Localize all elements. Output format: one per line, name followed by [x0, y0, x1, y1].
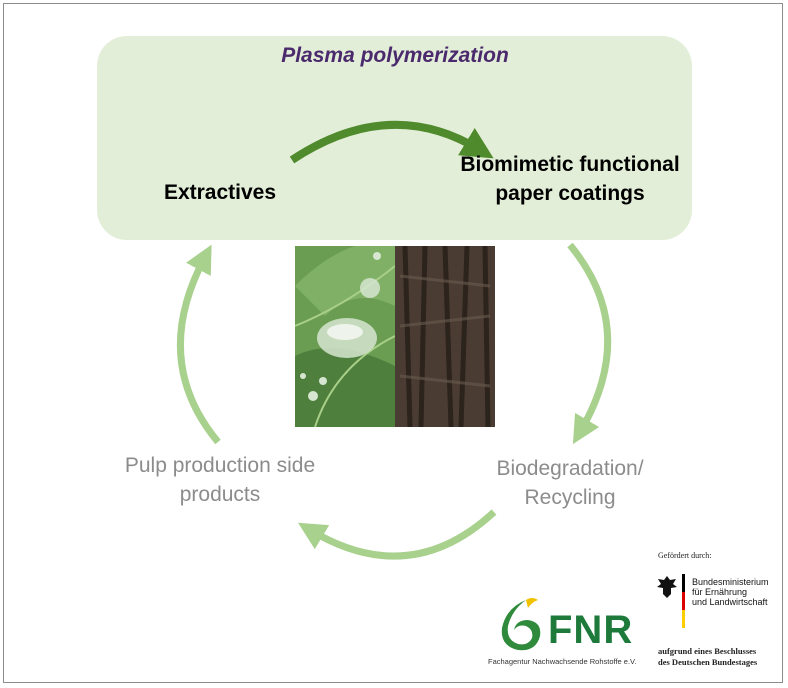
top-process-box — [97, 36, 692, 240]
fnr-full-name: Fachagentur Nachwachsende Rohstoffe e.V. — [488, 657, 637, 666]
fnr-acronym: FNR — [548, 608, 634, 652]
fnr-logo-icon — [501, 598, 541, 651]
arrow-to-pulp — [297, 509, 497, 560]
pulp-production-node: Pulp production side products — [124, 454, 316, 506]
ministry-name: Bundesministerium für Ernährung und Land… — [692, 577, 769, 607]
biodegradation-node: Biodegradation/ Recycling — [496, 457, 644, 509]
plasma-arrow — [289, 120, 494, 164]
funding-label: Gefördert durch: — [658, 551, 712, 560]
arrow-to-extractives — [176, 244, 221, 445]
plasma-polymerization-label: Plasma polymerization — [281, 44, 509, 67]
leaf-water-drops-and-bark-photo — [295, 246, 495, 427]
arrow-to-biodegradation — [567, 242, 612, 445]
biomimetic-coatings-node: Biomimetic functional paper coatings — [460, 153, 680, 205]
federal-eagle-icon — [657, 576, 677, 598]
extractives-node: Extractives — [163, 181, 277, 204]
german-flag-bar — [682, 574, 685, 628]
bundestag-resolution: aufgrund eines Beschlusses des Deutschen… — [658, 646, 758, 667]
